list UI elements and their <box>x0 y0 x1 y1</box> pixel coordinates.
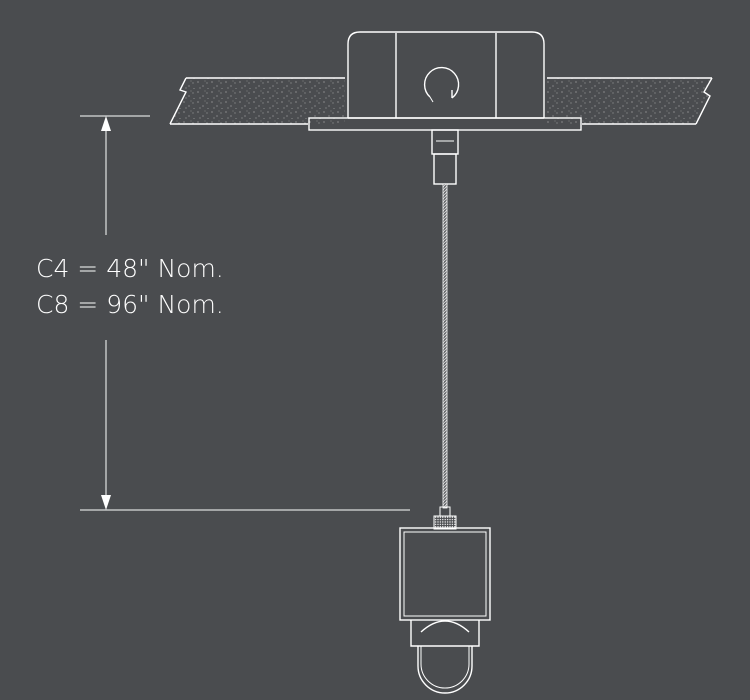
dimension-indicator <box>80 115 410 511</box>
ceiling-left <box>169 77 345 125</box>
dimension-label-c8: C8 = 96" Nom. <box>36 290 224 319</box>
cable-fitting-top <box>431 129 459 185</box>
arrow-down-icon <box>101 495 111 510</box>
cable-gripper <box>433 506 457 530</box>
suspension-cable <box>442 183 448 509</box>
dimension-label-c4: C4 = 48" Nom. <box>36 254 224 283</box>
fixture-lens-assembly <box>410 620 480 694</box>
arrow-up-icon <box>101 116 111 131</box>
fixture-body <box>399 527 491 621</box>
knockout-circle <box>423 66 460 99</box>
junction-box <box>347 31 545 119</box>
ceiling-right <box>547 77 713 125</box>
canopy-plate <box>308 117 582 131</box>
